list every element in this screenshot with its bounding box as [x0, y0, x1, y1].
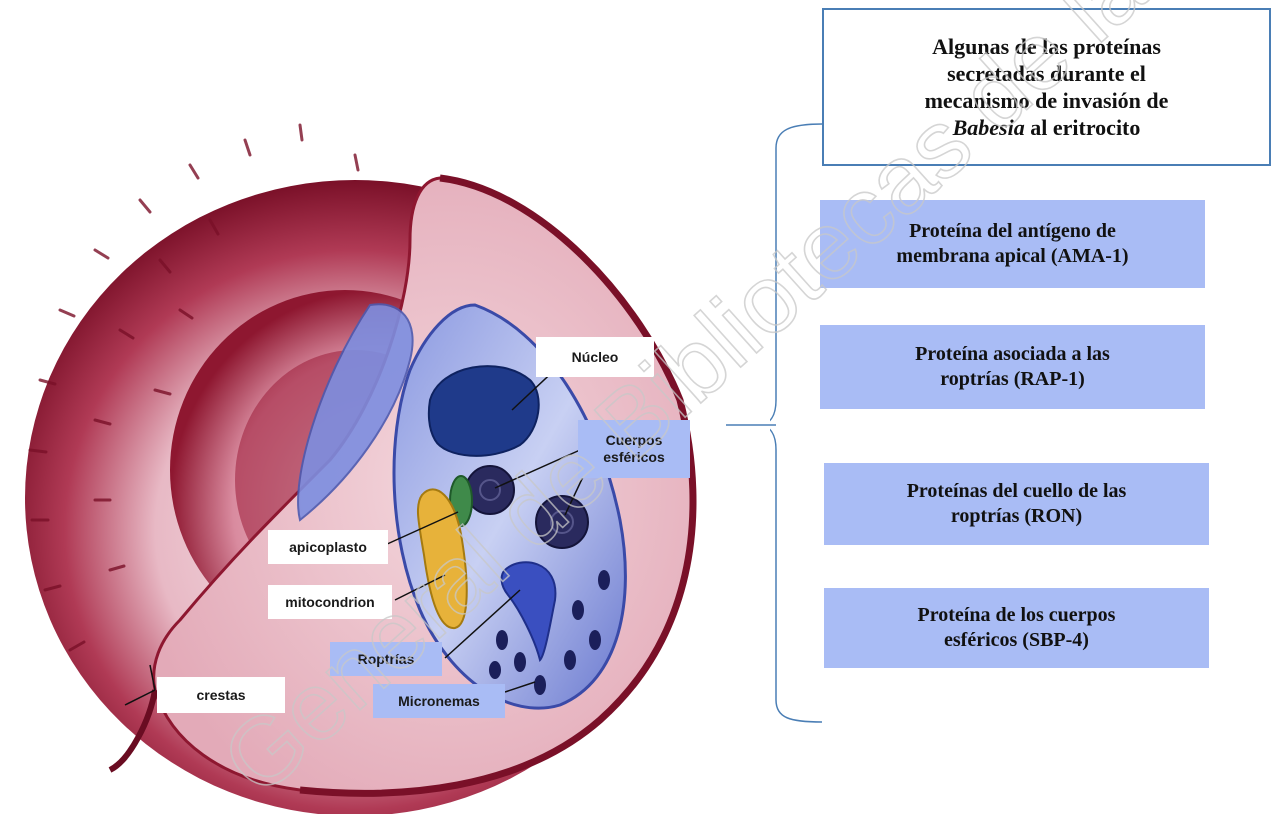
title-line1: Algunas de las proteínas [932, 33, 1161, 60]
label-crestas: crestas [157, 677, 285, 713]
title-box: Algunas de las proteínas secretadas dura… [822, 8, 1271, 166]
protein-box-ama1: Proteína del antígeno de membrana apical… [820, 200, 1205, 288]
label-micronemas: Micronemas [373, 684, 505, 718]
protein-sbp4-line1: Proteína de los cuerpos [918, 603, 1116, 628]
title-line2: secretadas durante el [947, 60, 1146, 87]
label-cuerpos-line2: esféricos [603, 449, 664, 466]
nucleus-shape [429, 366, 539, 456]
title-line4: Babesia al eritrocito [953, 114, 1141, 141]
protein-ron-line1: Proteínas del cuello de las [907, 479, 1127, 504]
label-cuerpos-line1: Cuerpos [606, 432, 663, 449]
protein-sbp4-line2: esféricos (SBP-4) [944, 628, 1089, 653]
protein-ama1-line2: membrana apical (AMA-1) [896, 244, 1128, 269]
bracket-tip [726, 420, 776, 430]
protein-ron-line2: roptrías (RON) [951, 504, 1082, 529]
label-nucleo: Núcleo [536, 337, 654, 377]
title-line3: mecanismo de invasión de [925, 87, 1169, 114]
title-line4-rest: al eritrocito [1025, 115, 1141, 140]
protein-box-ron: Proteínas del cuello de las roptrías (RO… [824, 463, 1209, 545]
protein-rap1-line1: Proteína asociada a las [915, 342, 1110, 367]
protein-box-sbp4: Proteína de los cuerpos esféricos (SBP-4… [824, 588, 1209, 668]
label-apicoplasto: apicoplasto [268, 530, 388, 564]
protein-rap1-line2: roptrías (RAP-1) [940, 367, 1085, 392]
title-italic: Babesia [953, 115, 1025, 140]
label-mitocondrion: mitocondrion [268, 585, 392, 619]
label-cuerpos-esfericos: Cuerpos esféricos [578, 420, 690, 478]
protein-ama1-line1: Proteína del antígeno de [909, 219, 1116, 244]
label-roptrias: Roptrías [330, 642, 442, 676]
protein-box-rap1: Proteína asociada a las roptrías (RAP-1) [820, 325, 1205, 409]
